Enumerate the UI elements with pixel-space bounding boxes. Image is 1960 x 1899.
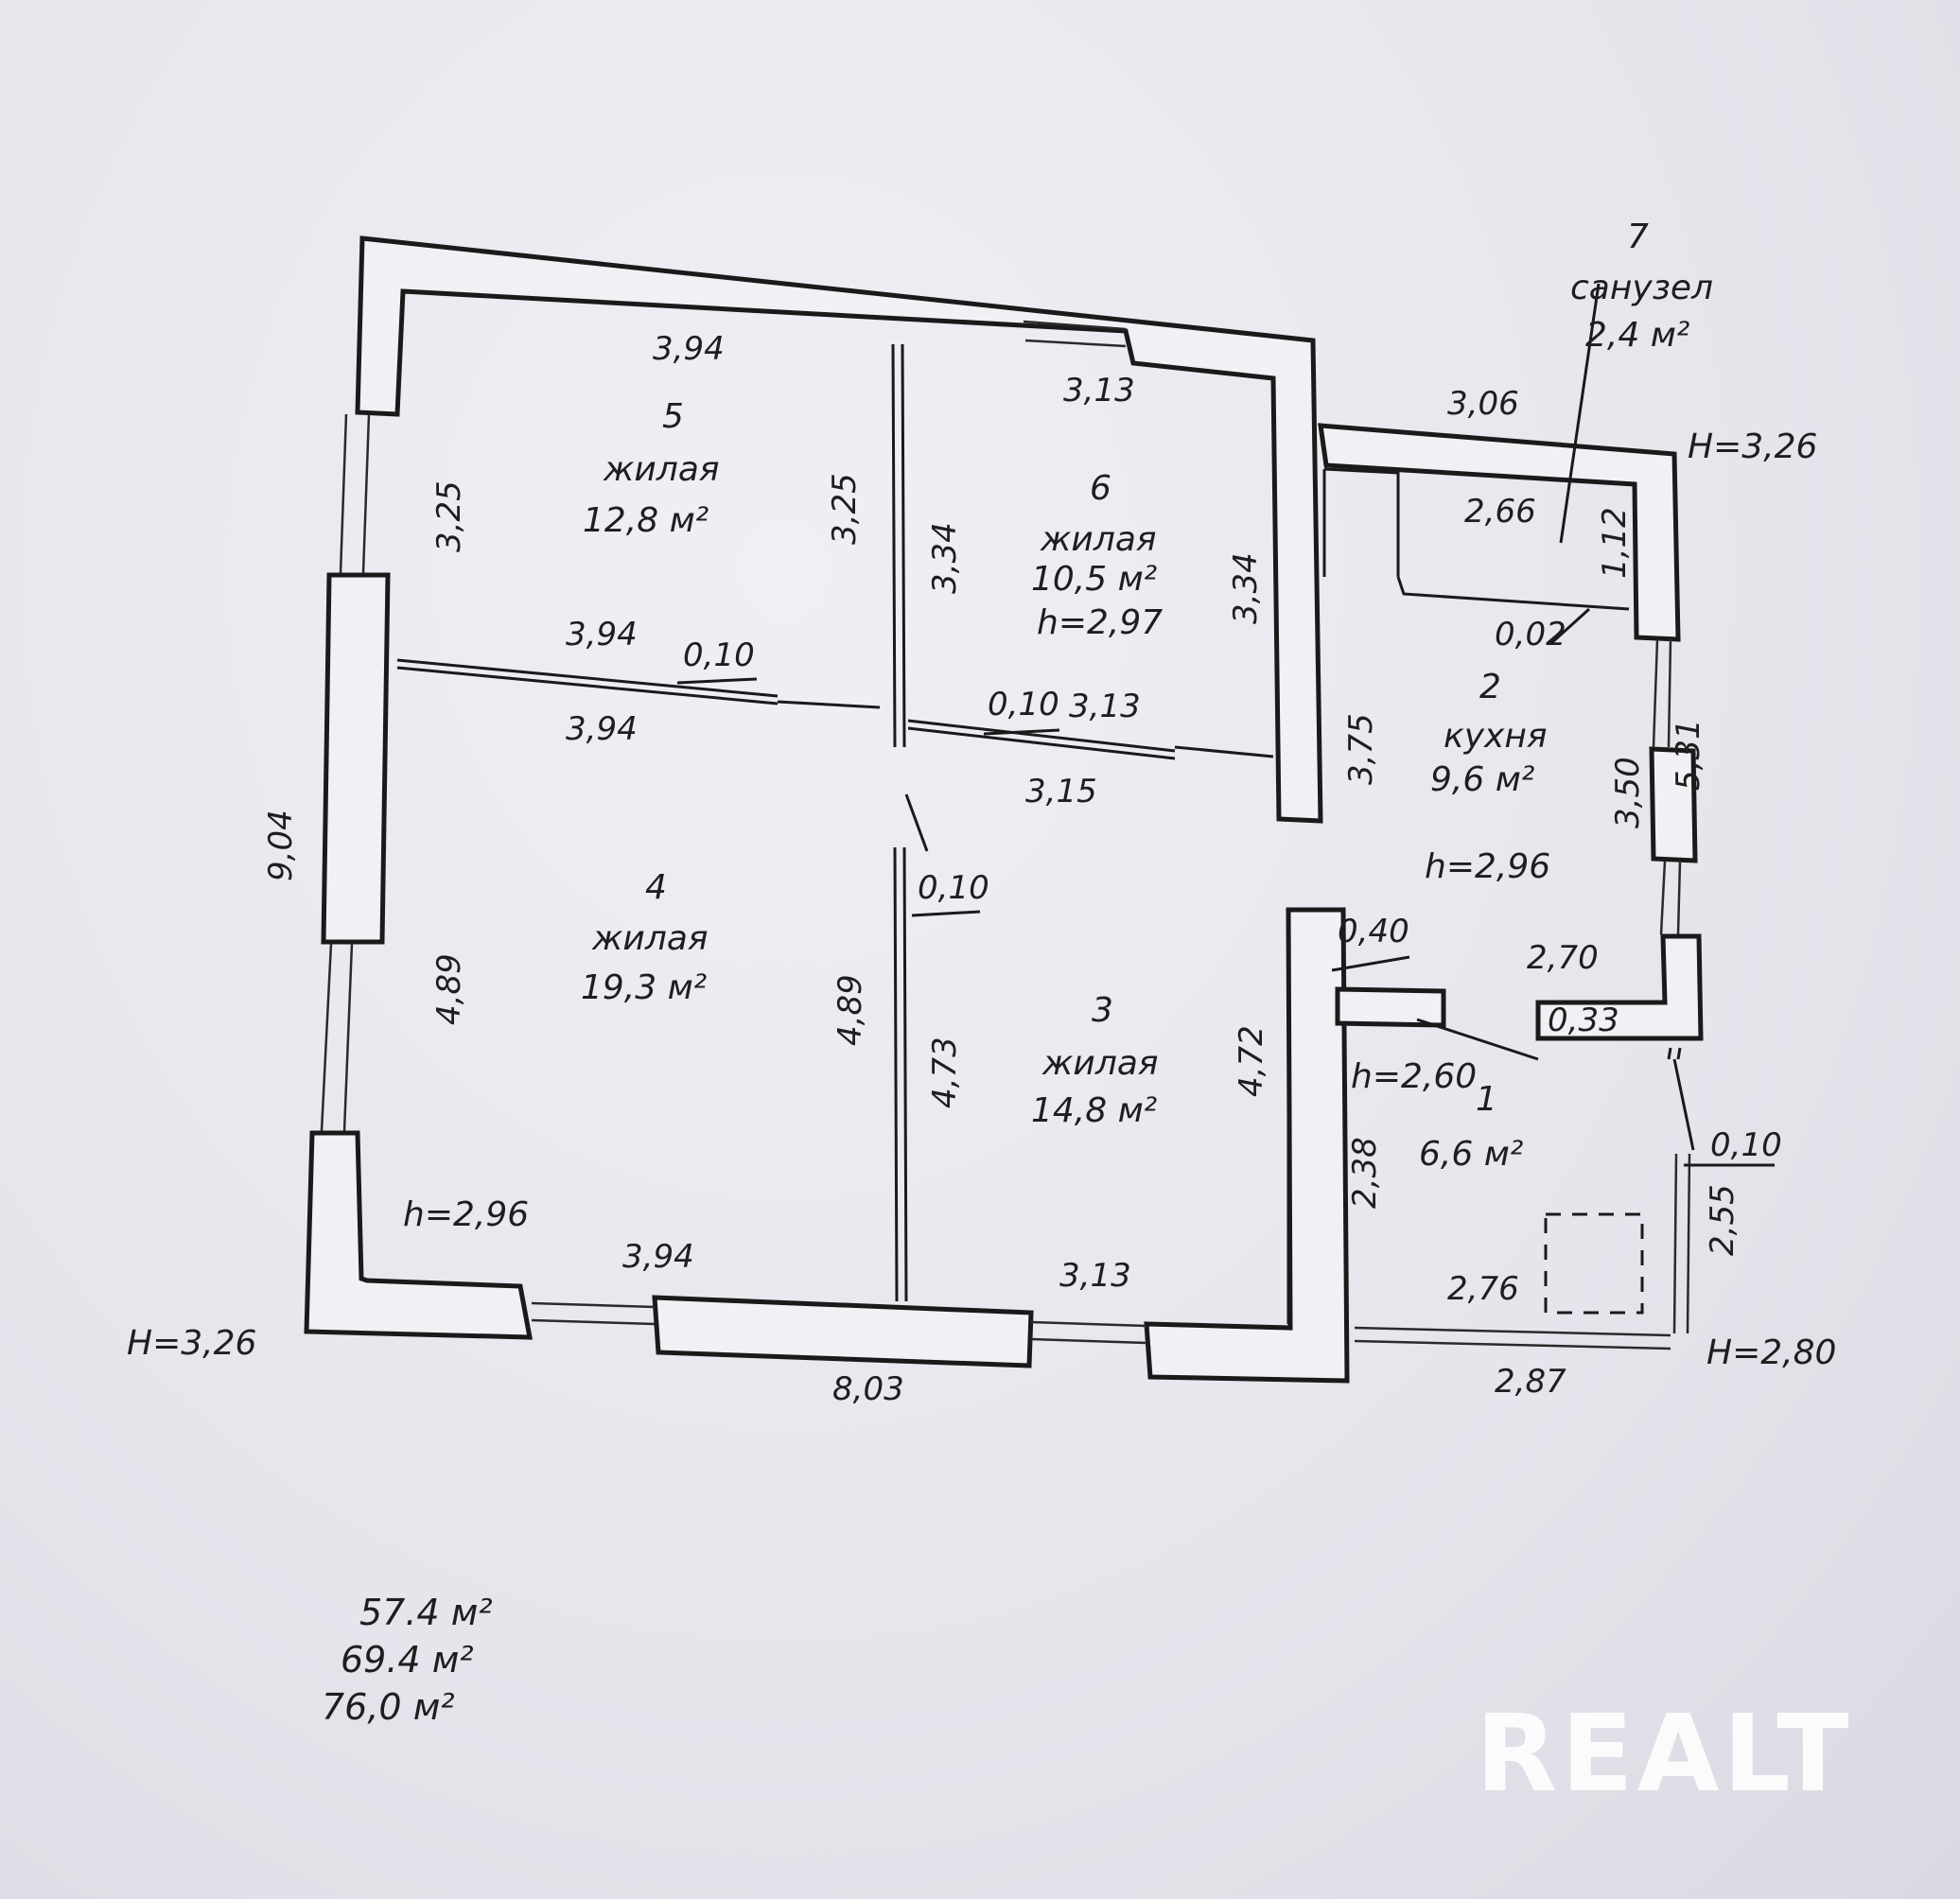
dim-san-inner: 2,66 — [1464, 493, 1536, 531]
dim-r1-bottom: 2,76 — [1447, 1270, 1519, 1308]
dim-kitchen-bottom: 2,70 — [1527, 939, 1599, 977]
room-7-number: 7 — [1627, 218, 1649, 256]
height-top-right: H=3,26 — [1688, 427, 1817, 466]
outer-wall-bottom-mid — [652, 1295, 1034, 1368]
fixture-outline — [1544, 1212, 1644, 1315]
dim-porch: 2,87 — [1495, 1363, 1566, 1401]
dim-r6-right: 3,34 — [1227, 552, 1265, 624]
room-2-number: 2 — [1479, 668, 1501, 706]
dim-r1-right: 2,55 — [1704, 1184, 1741, 1256]
dim-wall-010-c: 0,10 — [918, 869, 989, 907]
total-living-area: 57.4 м² — [359, 1592, 493, 1633]
room-6-number: 6 — [1090, 469, 1111, 508]
total-area-with-extras: 76,0 м² — [322, 1686, 455, 1728]
kitchen-bottom-wall — [1535, 933, 1704, 1041]
dim-wall-010-a: 0,10 — [683, 636, 755, 674]
total-area: 69.4 м² — [341, 1639, 474, 1681]
dim-r6-left: 3,34 — [926, 522, 964, 594]
dim-wall-010-b: 0,10 — [988, 686, 1059, 723]
partitions — [396, 343, 1695, 1324]
room-5-name: жилая — [603, 450, 720, 489]
dim-kitchen-outer: 5,31 — [1670, 719, 1707, 791]
dim-r4-right: 4,89 — [831, 974, 869, 1046]
area-totals: 57.4 м² 69.4 м² 76,0 м² — [322, 1589, 493, 1731]
dim-r5-bottom: 3,94 — [566, 616, 638, 653]
sanuzel-leader — [1559, 283, 1601, 544]
room-3-number: 3 — [1092, 991, 1113, 1030]
dim-r3-left: 4,73 — [926, 1037, 964, 1108]
dim-top5: 3,94 — [653, 330, 725, 368]
room-1-number: 1 — [1476, 1080, 1497, 1119]
height-left: H=3,26 — [127, 1324, 256, 1363]
dim-r4-left: 4,89 — [430, 953, 468, 1025]
height-room-4: h=2,96 — [403, 1195, 529, 1234]
dim-r3-top: 3,15 — [1025, 773, 1097, 810]
dim-top7: 3,06 — [1447, 385, 1519, 423]
room-1-height: h=2,60 — [1351, 1057, 1477, 1096]
sanuzel-walls — [1318, 423, 1681, 642]
outer-wall-main — [355, 235, 1323, 824]
dim-r4-bottom: 3,94 — [622, 1238, 694, 1276]
realt-watermark: REALT — [1476, 1693, 1853, 1816]
dim-san-gap: 0,02 — [1495, 616, 1566, 653]
room-2-height: h=2,96 — [1425, 847, 1550, 886]
room-6-height: h=2,97 — [1037, 603, 1163, 642]
outer-wall-left-pier — [321, 572, 391, 945]
room-5-area: 12,8 м² — [583, 501, 709, 540]
windows — [320, 320, 1691, 1350]
dim-r6-bottom: 3,13 — [1069, 688, 1141, 725]
room-6-name: жилая — [1040, 520, 1157, 559]
dim-overall-height: 9,04 — [262, 810, 300, 881]
outer-wall-left-lower — [304, 1130, 534, 1340]
dim-san-side: 1,12 — [1596, 507, 1634, 579]
room-3-area: 14,8 м² — [1031, 1091, 1157, 1130]
room-4-name: жилая — [591, 919, 709, 958]
dim-r4-top: 3,94 — [566, 710, 638, 748]
room-5-number: 5 — [662, 397, 684, 436]
room-2-area: 9,6 м² — [1430, 760, 1534, 799]
dim-kitchen-step: 0,33 — [1548, 1002, 1619, 1039]
dim-r3-bottom: 3,13 — [1059, 1257, 1131, 1295]
kitchen-right-wall — [1649, 746, 1698, 863]
height-bottom-right: H=2,80 — [1706, 1333, 1836, 1372]
dim-wall-010-d: 0,10 — [1710, 1126, 1782, 1164]
room-4-area: 19,3 м² — [581, 968, 707, 1007]
dim-overall-width: 8,03 — [832, 1370, 904, 1408]
dim-r5-right: 3,25 — [826, 473, 864, 545]
room-6-area: 10,5 м² — [1031, 560, 1157, 599]
dim-kitchen-left: 3,75 — [1342, 713, 1380, 785]
dim-top6: 3,13 — [1063, 372, 1135, 409]
outer-wall-bottom-right — [1144, 907, 1350, 1384]
room-3-name: жилая — [1041, 1044, 1159, 1083]
dim-kitchen-wall: 0,40 — [1338, 913, 1409, 950]
room-7-area: 2,4 м² — [1585, 316, 1689, 355]
dim-kitchen-right: 3,50 — [1609, 757, 1647, 828]
dim-r3-right: 4,72 — [1233, 1025, 1270, 1097]
room-4-number: 4 — [645, 868, 667, 907]
room-7-name: санузел — [1570, 269, 1713, 307]
room-2-name: кухня — [1444, 717, 1548, 756]
entry-block — [1335, 986, 1446, 1028]
dim-r1-left: 2,38 — [1346, 1137, 1384, 1209]
wall-010-leaders — [676, 607, 1775, 1167]
room-1-area: 6,6 м² — [1419, 1135, 1523, 1174]
dim-r5-left: 3,25 — [430, 480, 468, 552]
